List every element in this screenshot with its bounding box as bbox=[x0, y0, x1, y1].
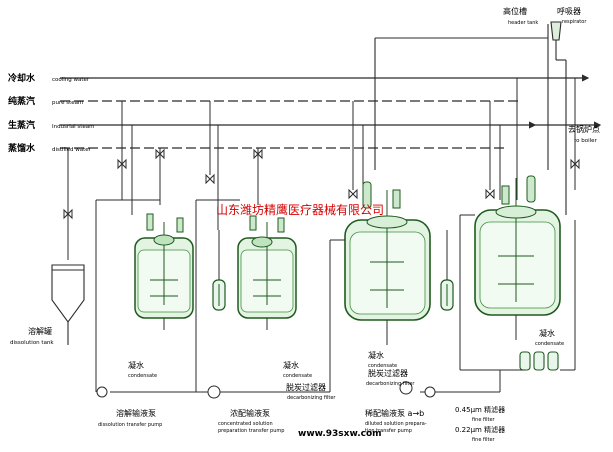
fine-filters bbox=[519, 351, 559, 371]
filter-045-label-en: fine filter bbox=[472, 417, 496, 423]
valve-icon bbox=[155, 148, 165, 160]
dilute-vessel-2 bbox=[474, 175, 561, 316]
condensate-label-4: 凝水 bbox=[539, 328, 555, 338]
filter-022-label-en: fine filter bbox=[472, 437, 496, 443]
valve-icon bbox=[485, 188, 495, 200]
condensate-label-4-en: condensate bbox=[535, 341, 564, 347]
respirator-label-en: respirator bbox=[562, 19, 587, 25]
condensate-label-3-en: condensate bbox=[368, 363, 397, 369]
dissolution-pump-label: 溶解输液泵 bbox=[116, 408, 156, 418]
industrial-steam-label-en: Indusrial steam bbox=[52, 124, 95, 130]
cooling-water-label: 冷却水 bbox=[8, 72, 36, 84]
utility-lines bbox=[60, 74, 602, 149]
diluted-pump-label: 稀配输液泵 a→b bbox=[365, 408, 424, 418]
header-tank-label: 高位槽 bbox=[503, 6, 527, 16]
decarb-filter-1 bbox=[212, 279, 226, 311]
diluted-pump-label-en-2: tion transfer pump bbox=[365, 428, 412, 434]
valve-icon bbox=[570, 158, 580, 170]
dissolution-pump-label-en: dissolution transfer pump bbox=[98, 422, 162, 428]
decarb-filter-2 bbox=[440, 279, 454, 311]
pumps bbox=[96, 381, 436, 399]
decarb-filter-label-1-en: decarbonizing filter bbox=[287, 395, 336, 401]
dissolution-tank-label-en: dissolution tank bbox=[10, 340, 54, 346]
condensate-label-1-en: condensate bbox=[128, 373, 157, 379]
decarb-filter-label-1: 脱炭过滤器 bbox=[286, 382, 326, 392]
filter-045-label: 0.45μm 精滤器 bbox=[455, 405, 505, 414]
valve-icon bbox=[348, 188, 358, 200]
decarb-filter-label-2-en: decarbonizing filter bbox=[366, 381, 415, 387]
diluted-pump-label-en-1: diluted solution prepara- bbox=[365, 421, 427, 427]
conc-pump-label: 浓配输液泵 bbox=[230, 408, 270, 418]
header-tank-label-en: header tank bbox=[508, 20, 538, 26]
company-watermark: 山东潍坊精鹰医疗器械有限公司 bbox=[216, 202, 384, 217]
valve-icon bbox=[205, 173, 215, 185]
pump-icon bbox=[424, 386, 436, 398]
header-tank bbox=[374, 21, 567, 215]
to-boiler-label: 去锅炉点 bbox=[568, 124, 600, 134]
conc-vessel-2 bbox=[237, 215, 297, 319]
decarb-filter-label-2: 脱炭过滤器 bbox=[368, 368, 408, 378]
valve-icon bbox=[63, 208, 73, 220]
dissolution-tank-label: 溶解罐 bbox=[28, 326, 52, 336]
site-url: www.93sxw.com bbox=[298, 429, 382, 439]
cooling-water-label-en: cooling water bbox=[52, 77, 90, 83]
pure-steam-label: 纯蒸汽 bbox=[8, 95, 35, 107]
valves bbox=[63, 148, 580, 220]
conc-pump-label-en-1: concentrated solution bbox=[218, 421, 273, 427]
conc-pump-label-en-2: preparation transfer pump bbox=[218, 428, 284, 434]
filter-022-label: 0.22μm 精滤器 bbox=[455, 425, 505, 434]
condensate-label-2-en: condensate bbox=[283, 373, 312, 379]
dissolution-tank bbox=[51, 264, 85, 345]
to-boiler-label-en: to boiler bbox=[574, 138, 598, 144]
pump-icon bbox=[207, 385, 221, 399]
pump-icon bbox=[96, 386, 108, 398]
respirator-label: 呼吸器 bbox=[557, 6, 581, 16]
pure-steam-label-en: pure steam bbox=[52, 100, 83, 106]
industrial-steam-label: 生蒸汽 bbox=[8, 119, 35, 131]
distilled-water-label-en: distilled water bbox=[52, 147, 92, 153]
valve-icon bbox=[253, 148, 263, 160]
conc-vessel-1 bbox=[134, 213, 194, 319]
condensate-label-3: 凝水 bbox=[368, 350, 384, 360]
valve-icon bbox=[117, 158, 127, 170]
dilute-vessel-1 bbox=[344, 181, 431, 321]
condensate-label-2: 凝水 bbox=[283, 360, 299, 370]
condensate-label-1: 凝水 bbox=[128, 360, 144, 370]
distilled-water-label: 蒸馏水 bbox=[8, 142, 36, 154]
pump-icon bbox=[399, 381, 413, 395]
